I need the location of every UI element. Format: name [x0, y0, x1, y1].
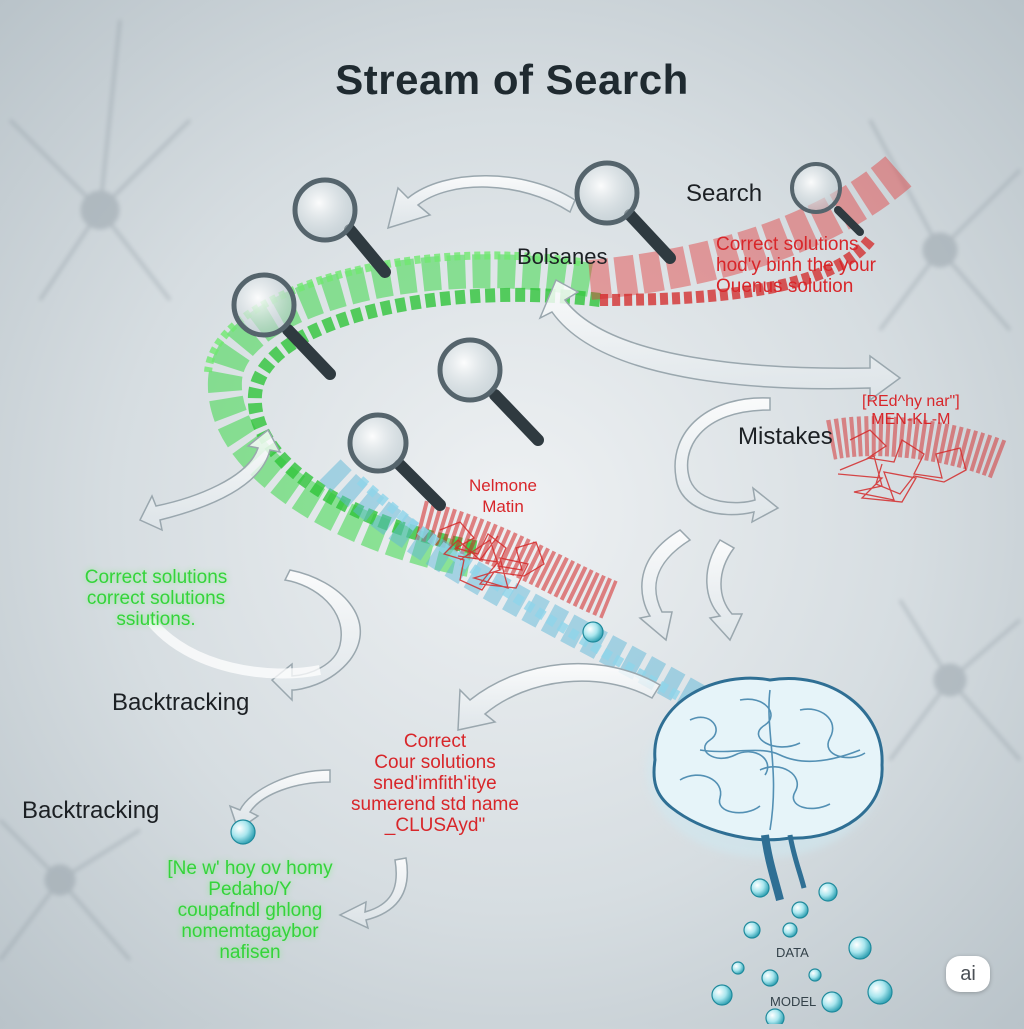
- flow-arrows: [138, 175, 902, 930]
- search-label: Search: [686, 180, 763, 207]
- bottom-red-note: Correct Cour solutions sned'imfith'itye …: [351, 731, 519, 836]
- background-neurons: [0, 19, 1022, 961]
- model-label: MODEL: [770, 994, 817, 1009]
- magnifier-icon: [574, 160, 676, 264]
- page-title: Stream of Search: [335, 56, 689, 103]
- magnifier-icon: [790, 162, 864, 236]
- stream-red: [415, 154, 1008, 619]
- bubble-icon: [761, 969, 779, 987]
- bubble-icon: [782, 922, 798, 938]
- middle-red-note: Nelmone Matin: [468, 476, 538, 516]
- magnifier-icon: [347, 412, 446, 511]
- magnifier-icon: [292, 177, 391, 278]
- bubble-icon: [867, 979, 893, 1005]
- bubble-icon: [582, 621, 604, 643]
- bubble-icon: [818, 882, 838, 902]
- bubble-icon: [230, 819, 256, 845]
- arrow-icon: [538, 278, 902, 402]
- backtracking-label: Backtracking: [112, 689, 250, 716]
- arrow-icon: [706, 539, 744, 642]
- bottom-green-note: [Ne w' hoy ov homy Pedaho/Y coupafndl gh…: [167, 858, 333, 963]
- backtracking-label: Backtracking: [22, 797, 160, 824]
- bubble-icon: [765, 1008, 785, 1028]
- data-label: DATA: [776, 945, 809, 960]
- brain-icon: [647, 676, 884, 901]
- correct-solutions-note: Correct solutions hod'y binh the your Ou…: [716, 234, 876, 297]
- bubble-icon: [821, 991, 843, 1013]
- neuron-icon: [868, 119, 1022, 331]
- stream-blue: [319, 459, 723, 725]
- bubble-icon: [808, 968, 822, 982]
- arrow-icon: [146, 616, 321, 679]
- bubble-icon: [731, 961, 745, 975]
- bubble-icon: [711, 984, 733, 1006]
- neuron-icon: [8, 19, 192, 301]
- arrow-icon: [638, 529, 692, 642]
- bubble-icon: [743, 921, 761, 939]
- neuron-icon: [888, 599, 1022, 761]
- bubble-icon: [750, 878, 770, 898]
- mistakes-tag: [REd^hy nar"] MEN-KL-M: [862, 393, 960, 428]
- arrow-icon: [386, 175, 576, 230]
- magnifier-icon: [231, 272, 336, 380]
- correct-solutions-green-note: Correct solutions correct solutions ssiu…: [84, 567, 228, 630]
- bolsanes-label: Bolsanes: [517, 244, 608, 269]
- arrow-icon: [138, 428, 282, 532]
- mistakes-label: Mistakes: [738, 423, 833, 450]
- bubble-icon: [848, 936, 872, 960]
- ai-badge: ai: [946, 956, 990, 992]
- arrow-icon: [270, 569, 362, 702]
- mistake-tangles: [439, 429, 967, 591]
- arrow-icon: [338, 857, 408, 930]
- neuron-icon: [0, 818, 141, 961]
- arrow-icon: [457, 662, 662, 731]
- bubble-icon: [791, 901, 809, 919]
- magnifier-icon: [437, 337, 544, 446]
- arrow-icon: [674, 397, 780, 524]
